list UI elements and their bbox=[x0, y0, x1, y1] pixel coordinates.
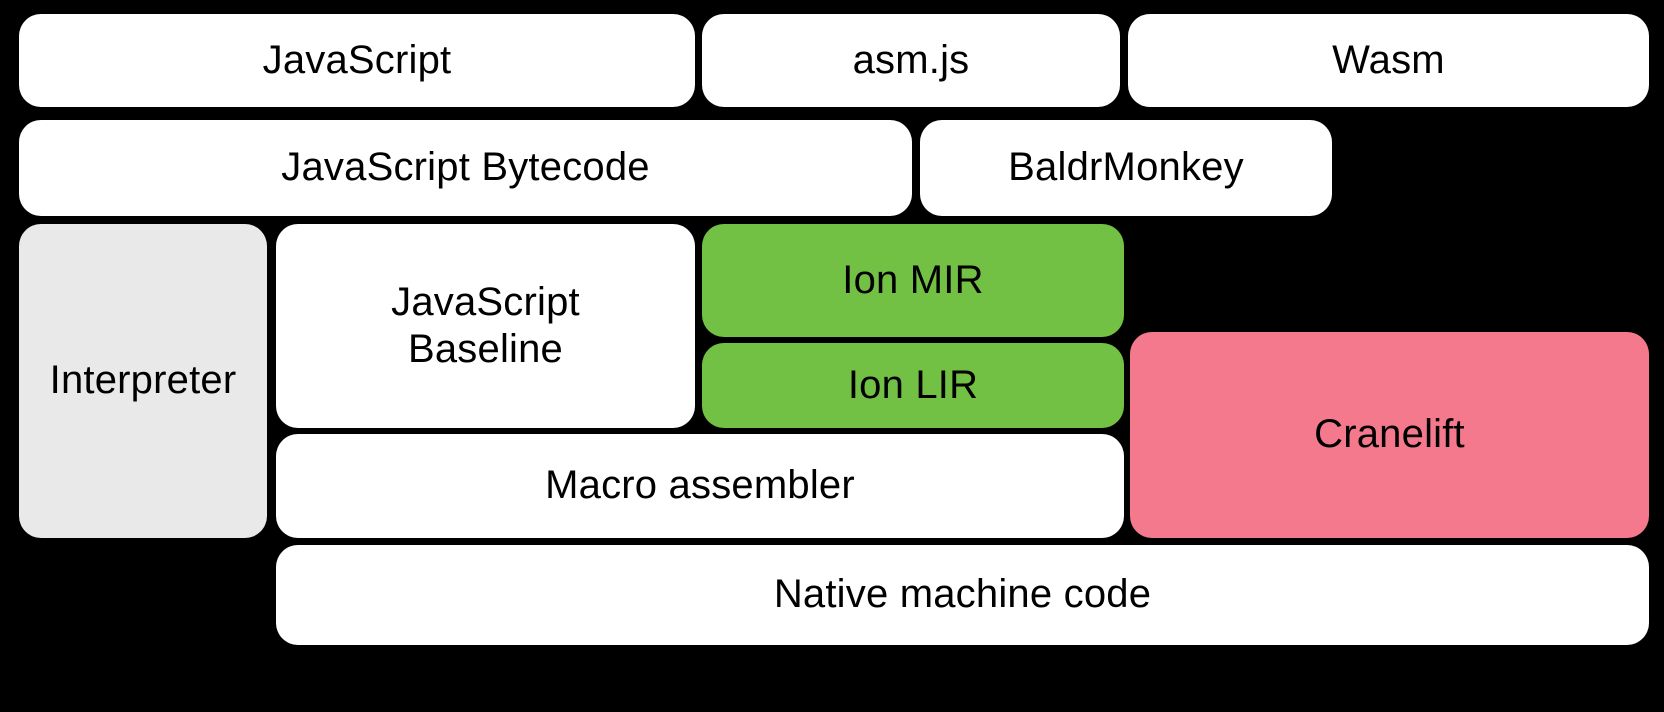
node-label: Cranelift bbox=[1314, 412, 1465, 457]
node-label: Wasm bbox=[1332, 37, 1445, 82]
node-javascript[interactable]: JavaScript bbox=[19, 14, 695, 107]
node-label: asm.js bbox=[852, 37, 970, 82]
node-ion-lir[interactable]: Ion LIR bbox=[702, 343, 1124, 428]
node-ion-mir[interactable]: Ion MIR bbox=[702, 224, 1124, 337]
node-cranelift[interactable]: Cranelift bbox=[1130, 332, 1649, 538]
node-asm-js[interactable]: asm.js bbox=[702, 14, 1120, 107]
node-label: BaldrMonkey bbox=[1008, 145, 1244, 190]
node-label: JavaScript Bytecode bbox=[281, 145, 650, 190]
node-label: Native machine code bbox=[773, 572, 1152, 617]
node-javascript-baseline[interactable]: JavaScript Baseline bbox=[276, 224, 695, 428]
node-label: JavaScript bbox=[262, 37, 452, 82]
node-wasm[interactable]: Wasm bbox=[1128, 14, 1649, 107]
node-macro-assembler[interactable]: Macro assembler bbox=[276, 434, 1124, 538]
node-label: Macro assembler bbox=[545, 463, 855, 508]
node-javascript-bytecode[interactable]: JavaScript Bytecode bbox=[19, 120, 912, 216]
node-label: JavaScript Baseline bbox=[391, 279, 580, 371]
node-native-machine-code[interactable]: Native machine code bbox=[276, 545, 1649, 645]
node-label: Ion LIR bbox=[847, 362, 979, 407]
node-label: Ion MIR bbox=[842, 257, 984, 302]
node-baldrmonkey[interactable]: BaldrMonkey bbox=[920, 120, 1332, 216]
node-interpreter[interactable]: Interpreter bbox=[19, 224, 267, 538]
node-label: Interpreter bbox=[49, 358, 237, 403]
